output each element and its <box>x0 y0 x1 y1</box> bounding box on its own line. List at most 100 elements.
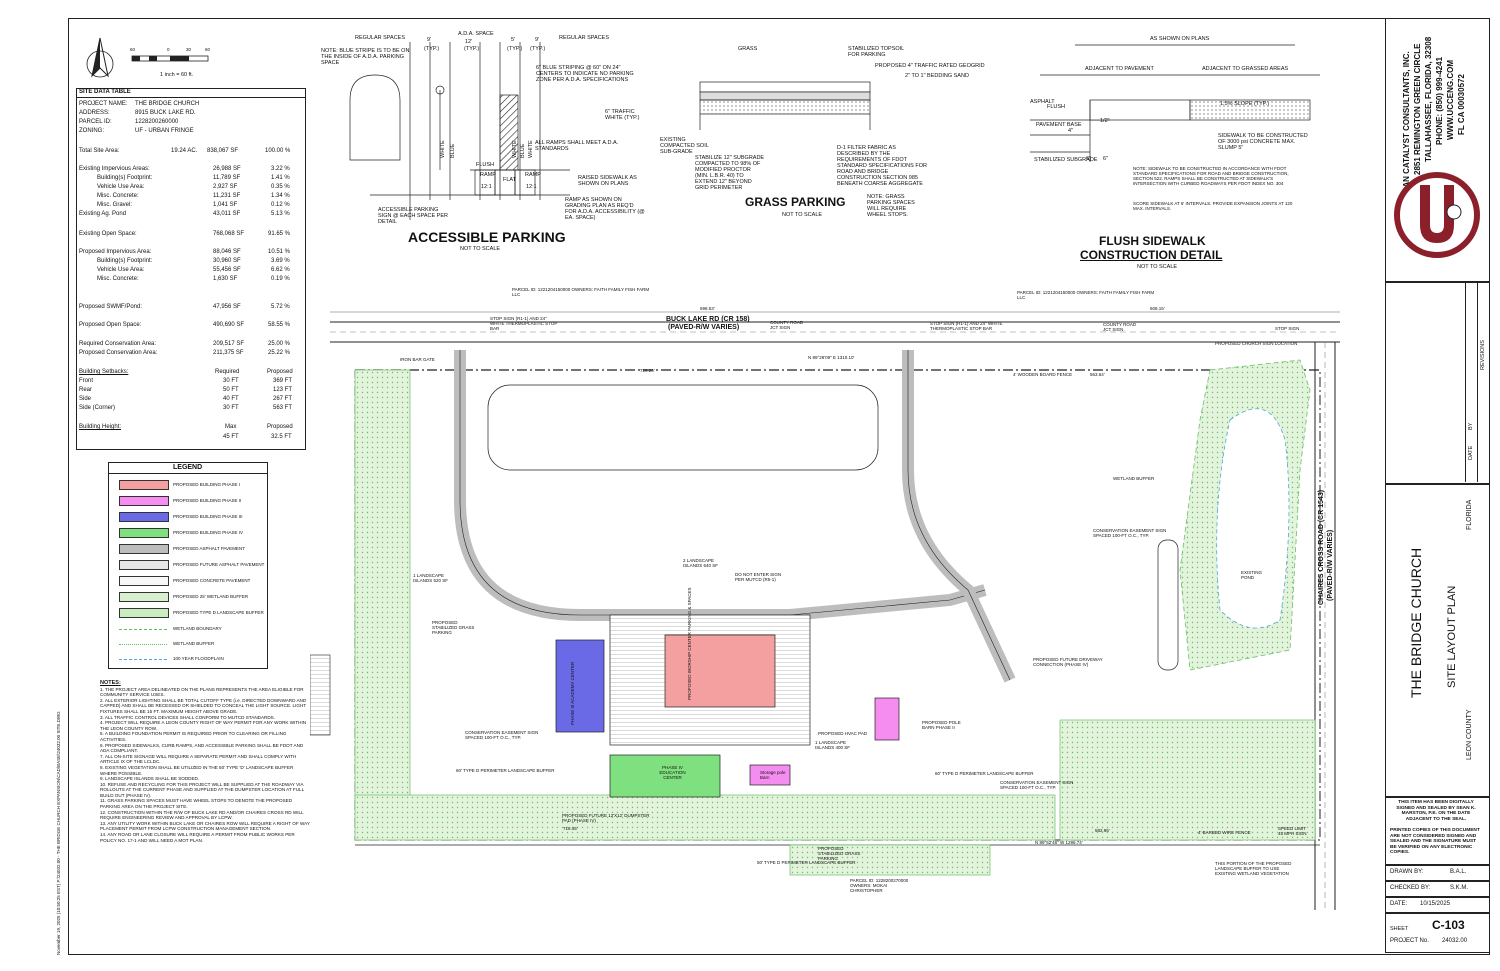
site-data-table: SITE DATA TABLE PROJECT NAME: THE BRIDGE… <box>76 88 306 450</box>
dim-6: 6" <box>1103 156 1109 162</box>
firm-city: TALLAHASSEE, FLORIDA, 32308 <box>1424 36 1433 162</box>
file-path: November 19, 2025 (10:50:25 EST) P:\2403… <box>56 711 61 955</box>
buffer-50-label: 50' TYPE D PERIMETER LANDSCAPE BUFFER <box>757 860 856 865</box>
existing-pond-label: EXISTING POND <box>1241 570 1263 580</box>
legend-item: PROPOSED 25' WETLAND BUFFER <box>173 594 249 599</box>
acc-sign-note: ACCESSIBLE PARKING SIGN @ EACH SPACE PER… <box>378 207 448 225</box>
table-cell: 838,067 SF <box>207 148 239 154</box>
score-note: SCORE SIDEWALK AT 6' INTERVALS. PROVIDE … <box>1133 201 1293 211</box>
table-cell: 1.34 % <box>271 193 290 199</box>
site-data-title: SITE DATA TABLE <box>79 89 131 95</box>
note-item: 10. REFUSE AND RECYCLING FOR THIS PROJEC… <box>100 781 304 798</box>
legend-swatch-asphalt <box>119 544 169 554</box>
table-cell: 123 FT <box>273 387 293 393</box>
blue-striping-note: 6" BLUE STRIPING @ 60" ON 24" CENTERS TO… <box>536 65 634 83</box>
checked-by-value: S.K.M. <box>1450 885 1469 891</box>
date-row <box>1385 897 1490 913</box>
legend-swatch-phase3 <box>119 512 169 522</box>
typ-label: (TYP.) <box>424 46 440 52</box>
note-item: 6. PROPOSED SIDEWALKS, CURB RAMPS, AND A… <box>100 742 304 754</box>
checked-by-row <box>1385 881 1490 897</box>
table-cell: 25.22 % <box>268 350 291 356</box>
dim-4: 4" <box>1068 128 1074 134</box>
drawn-by-value: B.A.L. <box>1450 869 1467 875</box>
table-row: Proposed Open Space: <box>79 322 142 328</box>
slope-label: 1.5% SLOPE (TYP.) <box>1220 101 1270 107</box>
table-cell: 25.00 % <box>268 341 291 347</box>
conservation-label-2: CONSERVATION EASEMENT SIGN SPACED 100-FT… <box>1000 780 1074 790</box>
scale-text: 1 inch = 60 ft. <box>160 72 194 78</box>
white-label: WHITE <box>528 140 534 158</box>
parcel-bottom-label: PARCEL ID: 1228200270000 OWNERS: MOKAI C… <box>850 878 909 893</box>
firm-web: WWW.UCCENG.COM <box>1446 60 1455 140</box>
height-max-header: Max <box>225 424 237 430</box>
zoning-label: ZONING: <box>79 128 104 134</box>
table-cell: 211,375 SF <box>213 350 244 356</box>
table-row: Front <box>79 378 94 384</box>
note-item: 8. EXISTING VEGETATION SHALL BE UTILIZED… <box>100 764 294 776</box>
table-cell: 11,789 SF <box>213 175 241 181</box>
table-row: Building(s) Footprint: <box>97 258 153 264</box>
dimension-label: 582.95' <box>1095 828 1110 833</box>
legend-swatch-phase4 <box>119 528 169 538</box>
table-cell: 50 FT <box>223 387 239 393</box>
scale-tick-3: 30 <box>186 47 192 52</box>
fence-label: 4' WOODEN BOARD FENCE <box>1013 372 1073 377</box>
table-cell: 3.22 % <box>271 166 290 172</box>
ramp-label: RAMP <box>525 172 541 178</box>
ramps-note: ALL RAMPS SHALL MEET A.D.A. STANDARDS <box>535 140 619 152</box>
drawn-by-label: DRAWN BY: <box>1390 869 1424 875</box>
typ-label: (TYP.) <box>507 46 523 52</box>
height-max-value: 45 FT <box>223 434 239 440</box>
table-cell: 43,011 SF <box>213 211 241 217</box>
note-item: 4. PROJECT WILL REQUIRE A LEON COUNTY RI… <box>100 720 307 731</box>
legend-item: PROPOSED TYPE D LANDSCAPE BUFFER <box>173 610 264 615</box>
revisions-header: REVISIONS <box>1480 340 1486 370</box>
note-item: 14. ANY ROAD OR LANE CLOSURE WILL REQUIR… <box>100 832 295 843</box>
stop-sign-label: STOP SIGN (R1-1) AND 24" WHITE THERMOPLA… <box>930 321 1003 331</box>
table-row: Required Conservation Area: <box>79 341 157 347</box>
legend-item: PROPOSED BUILDING PHASE III <box>173 514 243 519</box>
legend-swatch-phase2 <box>119 496 169 506</box>
seal-note-2: PRINTED COPIES OF THIS DOCUMENT ARE NOT … <box>1390 828 1480 855</box>
phase1-label: PROPOSED WORSHIP CENTER PARKING & SPACES <box>687 587 692 700</box>
setbacks-required-header: Required <box>215 369 240 375</box>
adj-grassed-label: ADJACENT TO GRASSED AREAS <box>1202 66 1289 72</box>
legend-item: PROPOSED CONCRETE PAVEMENT <box>173 578 251 583</box>
road-label-right-2: (PAVED-R/W VARIES) <box>1327 529 1334 601</box>
table-row: Building(s) Footprint: <box>97 175 153 181</box>
table-row: Misc. Concrete: <box>97 276 139 282</box>
do-not-enter-label: DO NOT ENTER SIGN PER MUTCD (R5-1) <box>735 572 782 582</box>
flush-note: NOTE: SIDEWALK TO BE CONSTRUCTED IN ACCO… <box>1133 166 1289 186</box>
storage-barn-label: Storage pole Barn <box>760 770 786 780</box>
firm-phone: PHONE: (850) 999-4241 <box>1435 56 1444 145</box>
zoning-value: UF - URBAN FRINGE <box>135 128 194 134</box>
note-item: 2. ALL EXTERIOR LIGHTING SHALL BE TOTAL … <box>100 697 307 714</box>
table-cell: 19.24 AC. <box>171 148 198 154</box>
topsoil-label: STABILIZED TOPSOIL FOR PARKING <box>848 46 905 58</box>
note-item: 9. LANDSCAPE ISLANDS SHALL BE SODDED. <box>100 776 200 782</box>
legend-item: PROPOSED FUTURE ASPHALT PAVEMENT <box>173 562 265 567</box>
table-cell: 563 FT <box>273 405 293 411</box>
existing-veg-label: THIS PORTION OF THE PROPOSED LANDSCAPE B… <box>1215 861 1292 876</box>
future-drive-label: PROPOSED FUTURE DRIVEWAY CONNECTION (PHA… <box>1033 657 1103 667</box>
scale-bar <box>131 55 209 62</box>
conservation-label: CONSERVATION EASEMENT SIGN SPACED 100-FT… <box>1093 528 1167 538</box>
legend-swatch-wetland-buffer <box>119 592 169 602</box>
legend-swatch-phase1 <box>119 480 169 490</box>
dim-9: 9' <box>427 37 432 43</box>
as-shown-label: AS SHOWN ON PLANS <box>1150 36 1210 42</box>
table-cell: 88,046 SF <box>213 249 241 255</box>
note-item: 12. CONSTRUCTION WITHIN THE R/W OF BUCK … <box>100 809 304 821</box>
legend-item: PROPOSED BUILDING PHASE I <box>173 482 241 487</box>
phase3-label: PHASE III ACADEMY CENTER <box>570 661 575 725</box>
note-item: 5. A BUILDING FOUNDATION PERMIT IS REQUI… <box>100 731 287 742</box>
drawn-by-row <box>1385 865 1490 881</box>
dimension-label: 718.45' <box>563 826 578 831</box>
geogrid-label: PROPOSED 4" TRAFFIC RATED GEOGRID <box>875 63 985 69</box>
setbacks-title: Building Setbacks: <box>79 369 129 375</box>
table-row: Total Site Area: <box>79 148 120 154</box>
flush-label: FLUSH <box>476 162 495 168</box>
not-to-scale: NOT TO SCALE <box>782 212 823 218</box>
